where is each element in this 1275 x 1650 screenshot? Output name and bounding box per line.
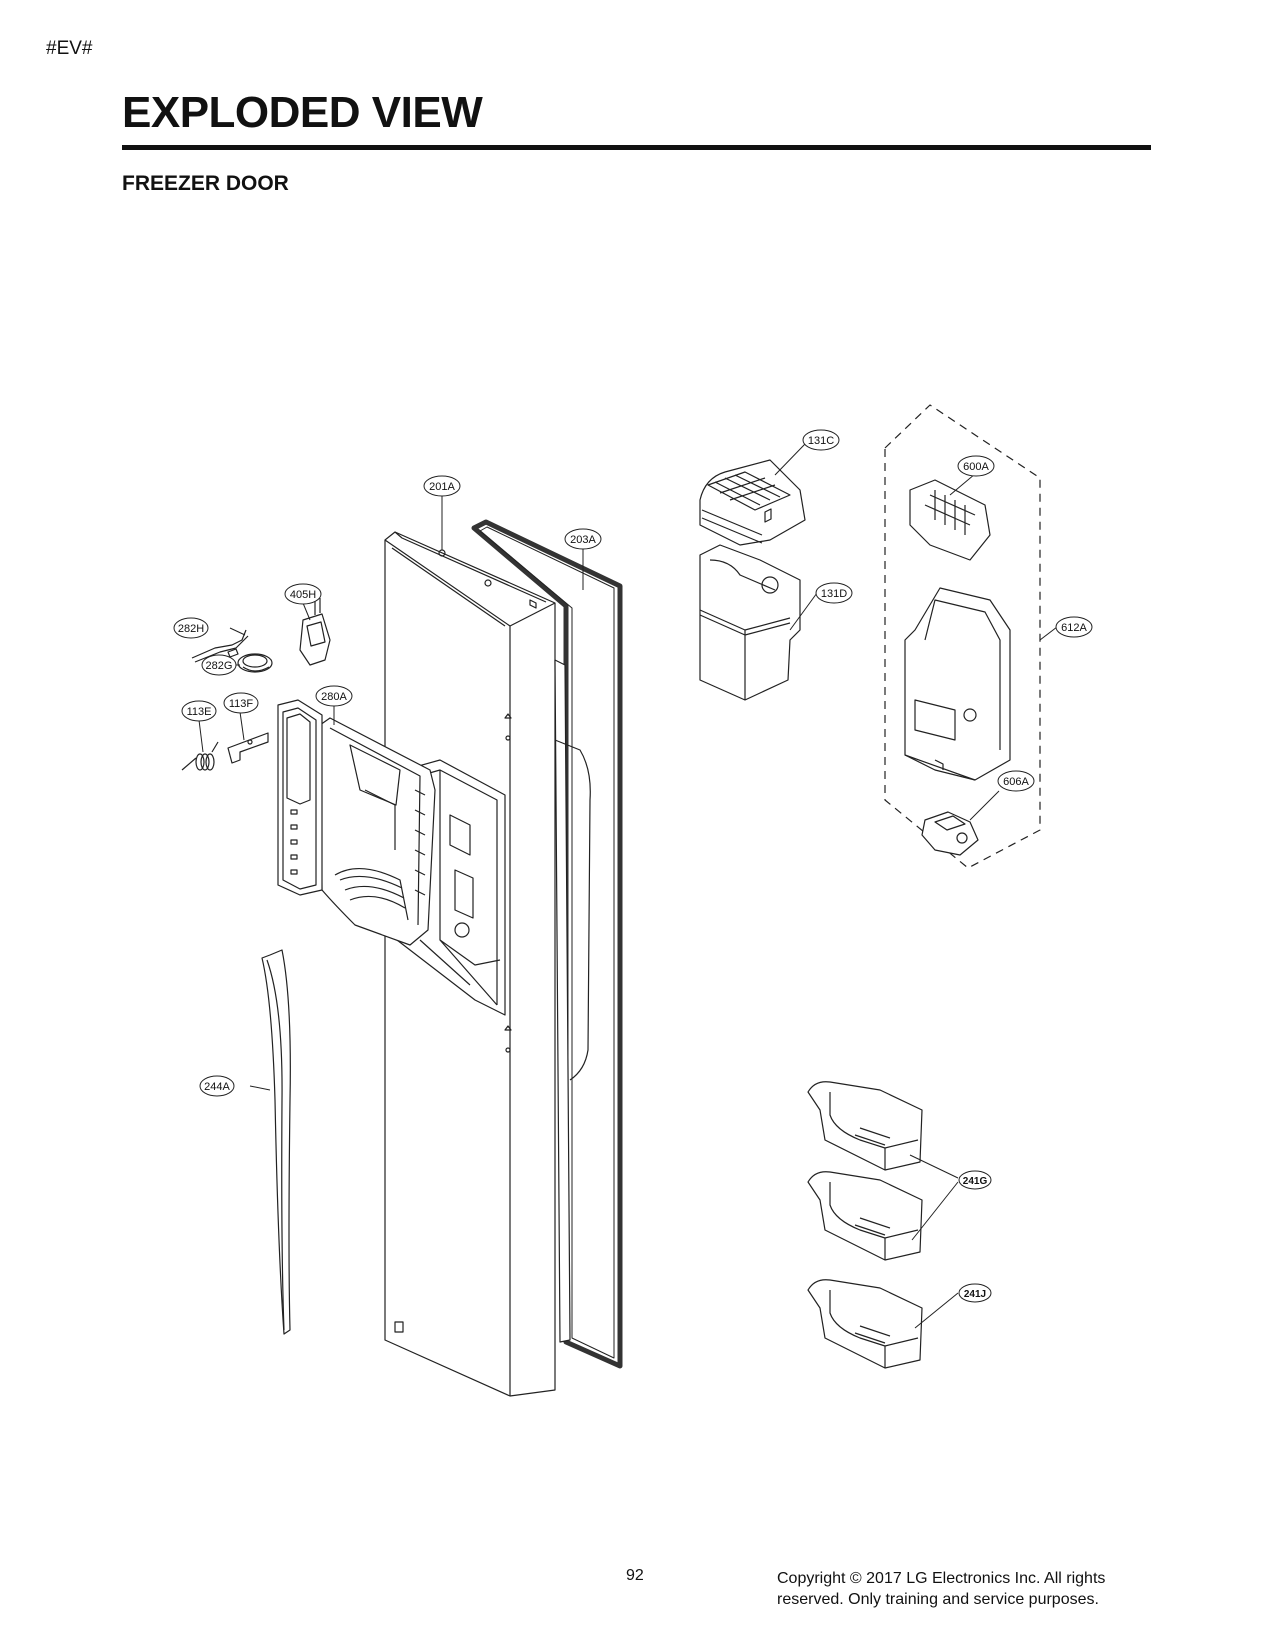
- page-title: EXPLODED VIEW: [122, 88, 483, 137]
- label-244a: 244A: [204, 1081, 230, 1093]
- copyright-line-2: reserved. Only training and service purp…: [777, 1591, 1099, 1608]
- label-131d: 131D: [821, 588, 847, 600]
- label-282h: 282H: [178, 623, 204, 635]
- door-bin-241j: [807, 1279, 923, 1369]
- copyright-notice: Copyright © 2017 LG Electronics Inc. All…: [777, 1568, 1137, 1610]
- door-gasket: [471, 519, 623, 1369]
- icemaker-assembly-group: [884, 404, 1041, 869]
- button-282g: [237, 653, 273, 673]
- door-bin-241g-top: [807, 1081, 923, 1171]
- dispenser-cover: [319, 717, 436, 946]
- label-282g: 282G: [206, 660, 233, 672]
- switch-405h: [299, 598, 331, 666]
- ice-bin-cover: [699, 459, 806, 546]
- label-113f: 113F: [229, 698, 254, 710]
- label-ovals: [173, 429, 1093, 1303]
- label-241j: 241J: [964, 1289, 986, 1300]
- label-606a: 606A: [1003, 776, 1029, 788]
- label-600a: 600A: [963, 461, 989, 473]
- door-handle: [261, 949, 291, 1335]
- label-201a: 201A: [429, 481, 455, 493]
- label-131c: 131C: [808, 435, 834, 447]
- leader-lines: [198, 443, 1058, 1329]
- label-113e: 113E: [187, 706, 212, 718]
- ice-bin: [699, 544, 801, 701]
- label-203a: 203A: [570, 534, 596, 546]
- section-subtitle: FREEZER DOOR: [122, 172, 289, 195]
- copyright-line-1: Copyright © 2017 LG Electronics Inc. All…: [777, 1570, 1106, 1587]
- label-612a: 612A: [1061, 622, 1087, 634]
- label-241g: 241G: [963, 1176, 988, 1187]
- title-rule: [122, 145, 1151, 150]
- control-display-frame: [277, 699, 323, 896]
- document-tag: #EV#: [46, 38, 93, 59]
- part-labels: 201A 203A 405H 282H 282G 280A 113F 113E …: [178, 435, 1088, 1300]
- lever-wire-282h: [191, 629, 249, 663]
- door-bin-241g-middle: [807, 1171, 923, 1261]
- label-405h: 405H: [290, 589, 316, 601]
- label-280a: 280A: [321, 691, 347, 703]
- spring-113e: [181, 741, 219, 771]
- page-number: 92: [626, 1567, 644, 1584]
- bracket-113f: [227, 732, 269, 764]
